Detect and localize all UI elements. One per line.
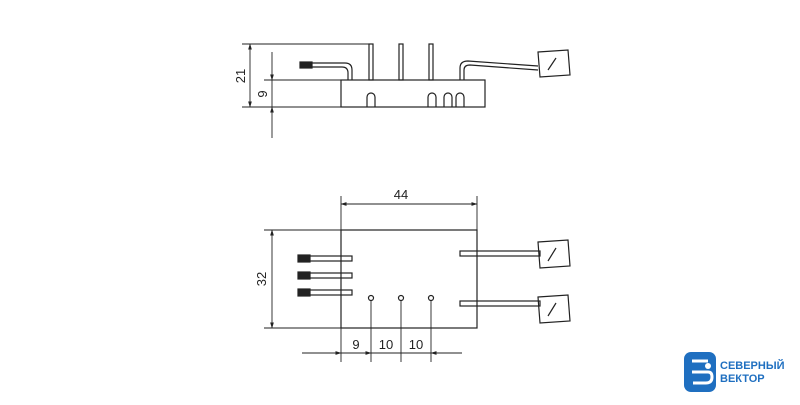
top-view-left-lead-tip xyxy=(297,288,311,297)
side-view-lead-tip xyxy=(299,61,313,69)
top-view-left-lead-tip xyxy=(297,254,311,263)
logo-line-2: ВЕКТОР xyxy=(720,373,765,385)
top-view-left-lead-tip xyxy=(297,271,311,280)
dim-label-pitch-2: 10 xyxy=(379,337,393,352)
side-view-body xyxy=(340,79,486,108)
side-view-bump xyxy=(455,92,465,107)
side-view-pin xyxy=(368,43,374,81)
side-view-connector-mark xyxy=(547,57,557,71)
side-view-right-lead xyxy=(463,64,539,80)
side-view-right-lead xyxy=(459,60,539,80)
logo-line-1: СЕВЕРНЫЙ xyxy=(720,359,785,372)
dim-label-32: 32 xyxy=(254,272,269,286)
dim-label-44: 44 xyxy=(394,187,408,202)
company-logo: СЕВЕРНЫЙ ВЕКТОР xyxy=(684,352,785,392)
side-view-dimensions xyxy=(242,43,372,138)
top-view-pin xyxy=(397,294,405,302)
side-view xyxy=(299,43,571,108)
top-view-pin xyxy=(367,294,375,302)
top-view-pin xyxy=(427,294,435,302)
side-view-pin xyxy=(428,43,434,81)
top-view-connector xyxy=(537,239,571,269)
dim-label-pitch-3: 10 xyxy=(409,337,423,352)
top-view-connector-mark xyxy=(547,247,557,262)
dim-label-9-side: 9 xyxy=(255,90,270,97)
top-view-connector xyxy=(537,294,571,324)
side-view-left-lead xyxy=(312,62,353,80)
top-view-dimensions xyxy=(264,196,478,362)
side-view-connector xyxy=(537,49,571,78)
side-view-bump xyxy=(366,92,376,107)
side-view-bump xyxy=(443,92,453,107)
top-view-right-lead xyxy=(459,300,541,307)
top-view-right-lead xyxy=(459,250,541,257)
top-view xyxy=(297,229,571,329)
side-view-pin xyxy=(398,43,404,81)
top-view-body xyxy=(340,229,478,329)
dim-label-pitch-1: 9 xyxy=(352,337,359,352)
side-view-bump xyxy=(427,92,437,107)
logo-mark-icon xyxy=(684,352,716,392)
top-view-connector-mark xyxy=(547,302,557,317)
side-view-left-lead xyxy=(312,66,349,80)
dim-label-21: 21 xyxy=(233,69,248,83)
